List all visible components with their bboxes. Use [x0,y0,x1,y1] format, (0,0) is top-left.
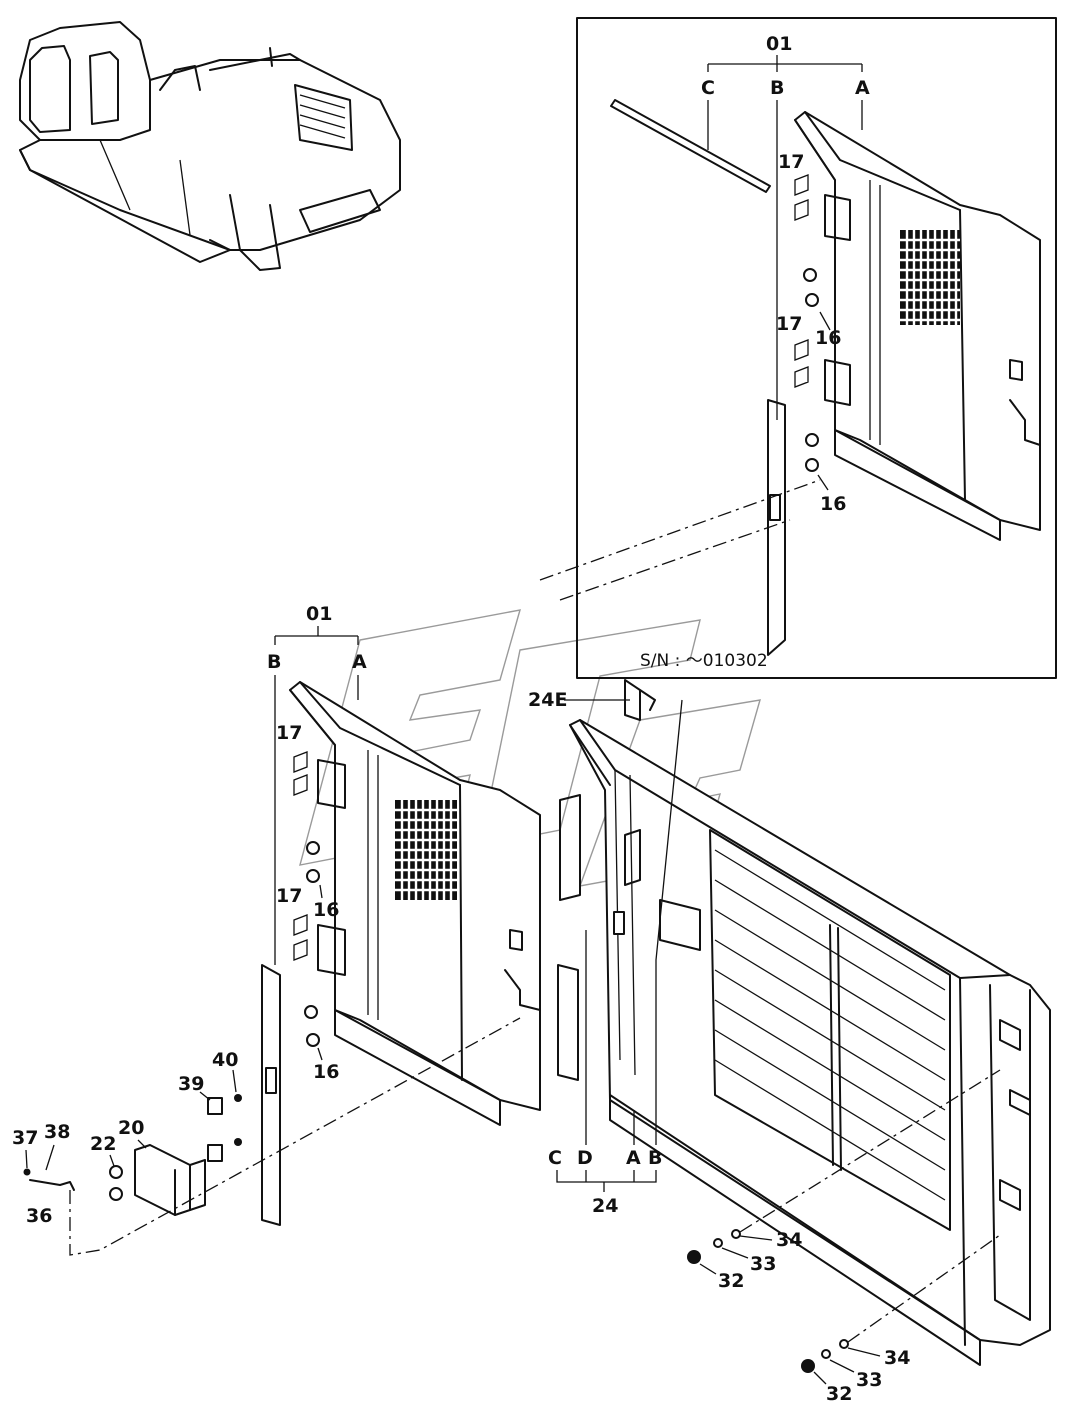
inset-seal-strip [610,99,771,193]
inset-bolt-icon [805,433,819,447]
callout-34: 34 [884,1347,910,1369]
door-ref-c: C [548,1147,562,1169]
callout-24e: 24E [528,689,567,711]
main-bolt-icon [304,1005,318,1019]
main-seal-slot [265,1067,277,1094]
inset-callout-17: 17 [778,151,804,173]
callout-33: 33 [750,1253,776,1275]
door-slot [613,911,625,935]
main-vertical-seal [261,964,281,1226]
inset-side-panel: 17 17 16 16 [776,111,1041,541]
door-seal-strip [559,794,581,901]
screw-icon [234,1094,242,1102]
nut-icon [801,1359,815,1373]
inset-leader-line [539,479,821,601]
main-assembly-label: 01 [306,603,332,625]
door-fasteners: 32 33 34 32 33 34 [687,1069,1001,1405]
washer-icon [839,1339,849,1349]
main-callout-16: 16 [313,1061,339,1083]
door-ref-a: A [626,1147,641,1169]
cushion-block [207,1144,223,1162]
inset-assembly-label: 01 [766,33,792,55]
main-callout-17: 17 [276,722,302,744]
main-bolt-icon [306,841,320,855]
inset-bolt-icon [805,293,819,307]
door-ref-d: D [577,1147,593,1169]
callout-36: 36 [26,1205,52,1227]
inset-ref-b: B [770,77,784,99]
door-assembly-bracket: 24E C D A B 24 [528,689,683,1217]
callout-39: 39 [178,1073,204,1095]
callout-38: 38 [44,1121,70,1143]
main-callout-16: 16 [313,899,339,921]
small-ring-icon [23,1168,31,1176]
washer-icon [731,1229,741,1239]
inset-ref-c: C [701,77,715,99]
bolt-22-icon [109,1187,123,1201]
radiator-door [569,719,1051,1366]
main-bolt-icon [306,869,320,883]
inset-callout-16: 16 [815,327,841,349]
callout-40: 40 [212,1049,238,1071]
callout-32: 32 [826,1383,852,1405]
door-24e-bracket [624,679,656,721]
main-callout-17: 17 [276,885,302,907]
inset-bolt-icon [803,268,817,282]
main-bolt-icon [306,1033,320,1047]
callout-37: 37 [12,1127,38,1149]
inset-callout-16: 16 [820,493,846,515]
inset-vertical-seal [767,399,786,656]
inset-seal-slot [769,494,781,521]
lock-hardware: 40 39 20 22 38 37 36 [12,1049,242,1227]
callout-32: 32 [718,1270,744,1292]
callout-20: 20 [118,1117,144,1139]
inset-bolt-icon [805,458,819,472]
callout-34: 34 [776,1229,802,1251]
inset-ref-a: A [855,77,870,99]
main-ref-b: B [267,651,281,673]
door-assembly-label: 24 [592,1195,618,1217]
callout-22: 22 [90,1133,116,1155]
serial-number-note: S/N : ～010302 [640,651,768,671]
inset-frame [576,17,1057,679]
inset-callout-17: 17 [776,313,802,335]
door-seal-strip [557,964,579,1081]
cushion-block [207,1097,223,1115]
washer-icon [713,1238,723,1248]
lock-leader-line [69,1017,521,1256]
nut-icon [687,1250,701,1264]
machine-overview-illustration [19,21,401,271]
main-side-panel: 17 17 16 16 [276,681,541,1126]
main-assembly-bracket: 01 B A [267,603,367,965]
callout-33: 33 [856,1369,882,1391]
bolt-22-icon [109,1165,123,1179]
washer-icon [821,1349,831,1359]
door-ref-b: B [648,1147,662,1169]
main-ref-a: A [352,651,367,673]
screw-icon [234,1138,242,1146]
inset-assembly-bracket: 01 C B A [701,33,870,420]
